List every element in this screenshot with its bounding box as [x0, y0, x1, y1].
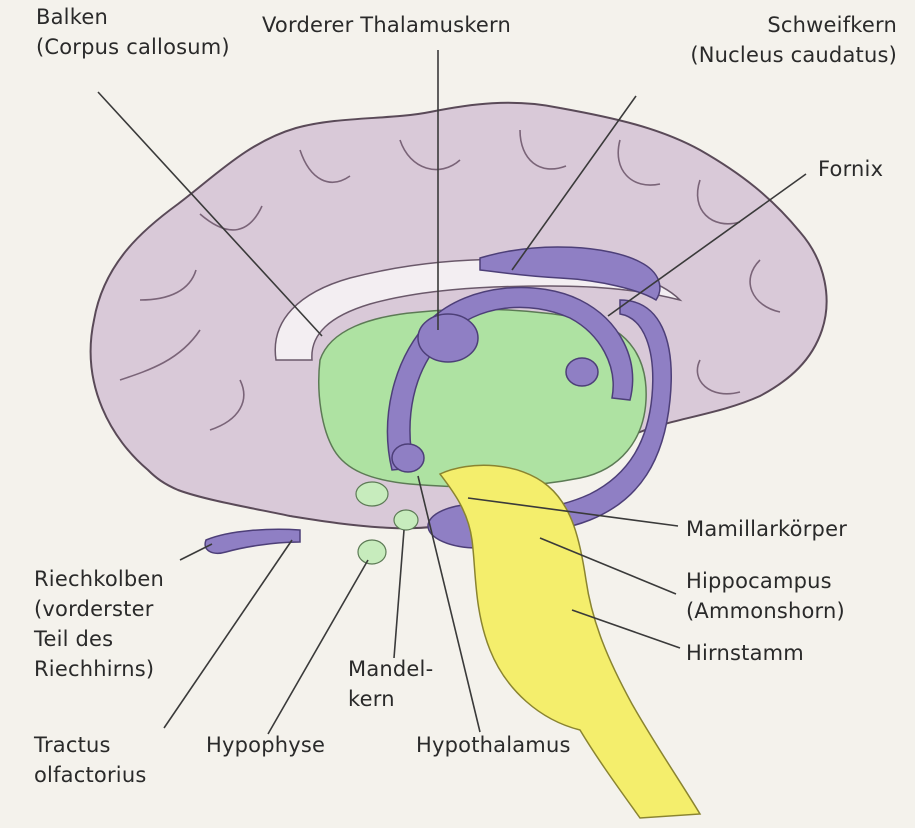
line-riechkolben: [180, 544, 212, 560]
label-hypothalamus: Hypothalamus: [416, 730, 571, 760]
label-riechkolben: Riechkolben (vorderster Teil des Riechhi…: [34, 564, 164, 684]
label-balken: Balken (Corpus callosum): [36, 2, 230, 62]
line-tractus: [164, 540, 292, 728]
label-hirnstamm: Hirnstamm: [686, 638, 804, 668]
line-mandelkern: [394, 530, 404, 658]
label-mandelkern: Mandel- kern: [348, 654, 433, 714]
label-tractus-olfactorius: Tractus olfactorius: [34, 730, 147, 790]
label-schweifkern: Schweifkern (Nucleus caudatus): [690, 10, 897, 70]
label-hippocampus: Hippocampus (Ammonshorn): [686, 566, 845, 626]
label-vorderer-thalamuskern: Vorderer Thalamuskern: [262, 10, 511, 40]
label-mamillarkoerper: Mamillarkörper: [686, 514, 847, 544]
label-hypophyse: Hypophyse: [206, 730, 325, 760]
label-fornix: Fornix: [818, 154, 883, 184]
